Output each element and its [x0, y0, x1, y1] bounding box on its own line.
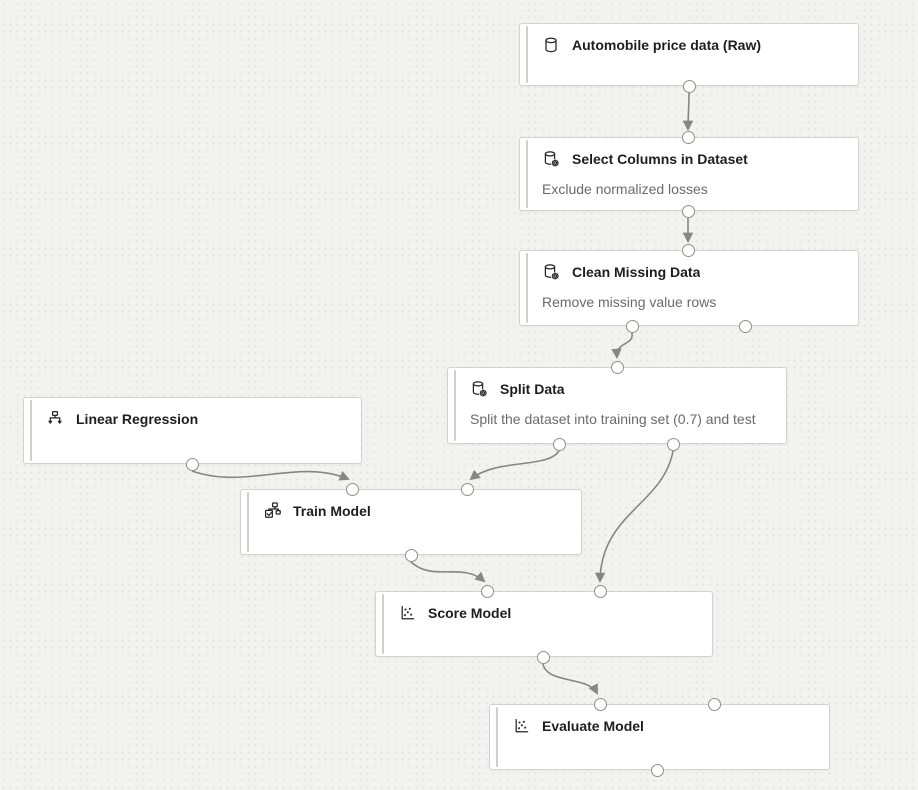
- node-linear-regression[interactable]: Linear Regression: [23, 397, 362, 464]
- node-title: Score Model: [428, 605, 512, 621]
- port-output-score-model[interactable]: [536, 650, 550, 664]
- port-input1-score-model[interactable]: [480, 584, 494, 598]
- port-input-split-data[interactable]: [610, 360, 624, 374]
- node-subtitle: Remove missing value rows: [542, 294, 717, 310]
- node-train-model[interactable]: Train Model: [240, 489, 582, 555]
- port-output-select-columns[interactable]: [681, 204, 695, 218]
- node-subtitle: Exclude normalized losses: [542, 181, 708, 197]
- node-accent-bar: [247, 492, 249, 552]
- port-input-select-columns[interactable]: [681, 130, 695, 144]
- edge-cleanmissing-to-splitdata[interactable]: [611, 332, 633, 360]
- port-output-linear-regression[interactable]: [185, 457, 199, 471]
- node-score-model[interactable]: Score Model: [375, 591, 713, 657]
- node-subtitle: Split the dataset into training set (0.7…: [470, 411, 756, 427]
- node-title: Split Data: [500, 381, 565, 397]
- database-gear-icon: [544, 151, 560, 167]
- node-title: Train Model: [293, 503, 371, 519]
- node-title: Select Columns in Dataset: [572, 151, 748, 167]
- node-accent-bar: [382, 594, 384, 654]
- node-title: Linear Regression: [76, 411, 199, 427]
- node-accent-bar: [526, 26, 528, 83]
- port-output-evaluate-model[interactable]: [650, 763, 664, 777]
- port-input2-score-model[interactable]: [593, 584, 607, 598]
- node-clean-missing-data[interactable]: Clean Missing Data Remove missing value …: [519, 250, 859, 326]
- node-accent-bar: [30, 400, 32, 461]
- database-icon: [545, 37, 557, 53]
- node-accent-bar: [526, 253, 528, 323]
- node-automobile-price-data[interactable]: Automobile price data (Raw): [519, 23, 859, 86]
- edge-linearregression-to-trainmodel[interactable]: [191, 470, 350, 481]
- node-split-data[interactable]: Split Data Split the dataset into traini…: [447, 367, 787, 444]
- node-title: Automobile price data (Raw): [572, 37, 762, 53]
- node-evaluate-model[interactable]: Evaluate Model: [489, 704, 830, 770]
- edge-splitdata-to-scoremodel[interactable]: [594, 450, 674, 584]
- port-output1-split-data[interactable]: [552, 437, 566, 451]
- database-gear-icon: [544, 264, 560, 280]
- node-accent-bar: [496, 707, 498, 767]
- trained-model-check-icon: [264, 502, 281, 518]
- node-accent-bar: [526, 140, 528, 208]
- edge-splitdata-to-trainmodel[interactable]: [469, 450, 560, 481]
- edge-scoremodel-to-evaluatemodel[interactable]: [542, 663, 598, 695]
- port-input1-train-model[interactable]: [345, 482, 359, 496]
- hierarchy-arrows-icon: [48, 410, 62, 424]
- node-title: Evaluate Model: [542, 718, 644, 734]
- node-title: Clean Missing Data: [572, 264, 701, 280]
- port-output2-clean-missing-data[interactable]: [738, 319, 752, 333]
- edge-dataset-to-selectcolumns[interactable]: [682, 92, 694, 132]
- scatter-plot-icon: [401, 605, 415, 620]
- database-gear-icon: [472, 381, 488, 397]
- node-select-columns[interactable]: Select Columns in Dataset Exclude normal…: [519, 137, 859, 211]
- node-accent-bar: [454, 370, 456, 441]
- port-output-automobile-price-data[interactable]: [682, 79, 696, 93]
- port-output1-clean-missing-data[interactable]: [625, 319, 639, 333]
- port-output2-split-data[interactable]: [666, 437, 680, 451]
- scatter-plot-icon: [515, 718, 529, 733]
- port-input-clean-missing-data[interactable]: [681, 243, 695, 257]
- port-input2-evaluate-model[interactable]: [707, 697, 721, 711]
- port-input2-train-model[interactable]: [460, 482, 474, 496]
- edge-trainmodel-to-scoremodel[interactable]: [410, 561, 486, 583]
- port-input1-evaluate-model[interactable]: [593, 697, 607, 711]
- port-output-train-model[interactable]: [404, 548, 418, 562]
